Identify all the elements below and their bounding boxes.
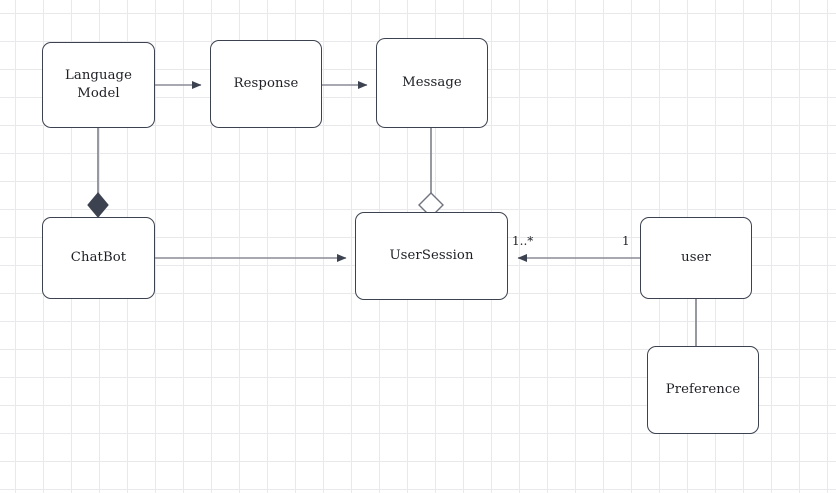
- edge-label-multiplicity-many: 1..*: [512, 234, 534, 248]
- node-user[interactable]: user: [640, 217, 752, 299]
- node-chatbot[interactable]: ChatBot: [42, 217, 155, 299]
- node-response[interactable]: Response: [210, 40, 322, 128]
- node-label-response: Response: [233, 76, 299, 92]
- filled-diamond-icon: [87, 192, 109, 218]
- node-message[interactable]: Message: [376, 38, 488, 128]
- edge-language-model-chatbot: [87, 128, 109, 218]
- node-label-user: user: [681, 250, 711, 266]
- node-label-usersession: UserSession: [389, 248, 474, 264]
- node-language-model[interactable]: Language Model: [42, 42, 155, 128]
- node-label-language-model: Language Model: [65, 68, 132, 101]
- node-usersession[interactable]: UserSession: [355, 212, 508, 300]
- edge-label-multiplicity-one: 1: [622, 234, 630, 248]
- node-label-message: Message: [402, 75, 462, 91]
- node-label-chatbot: ChatBot: [70, 250, 127, 266]
- node-label-preference: Preference: [665, 382, 741, 398]
- edge-message-usersession: [418, 128, 444, 218]
- node-preference[interactable]: Preference: [647, 346, 759, 434]
